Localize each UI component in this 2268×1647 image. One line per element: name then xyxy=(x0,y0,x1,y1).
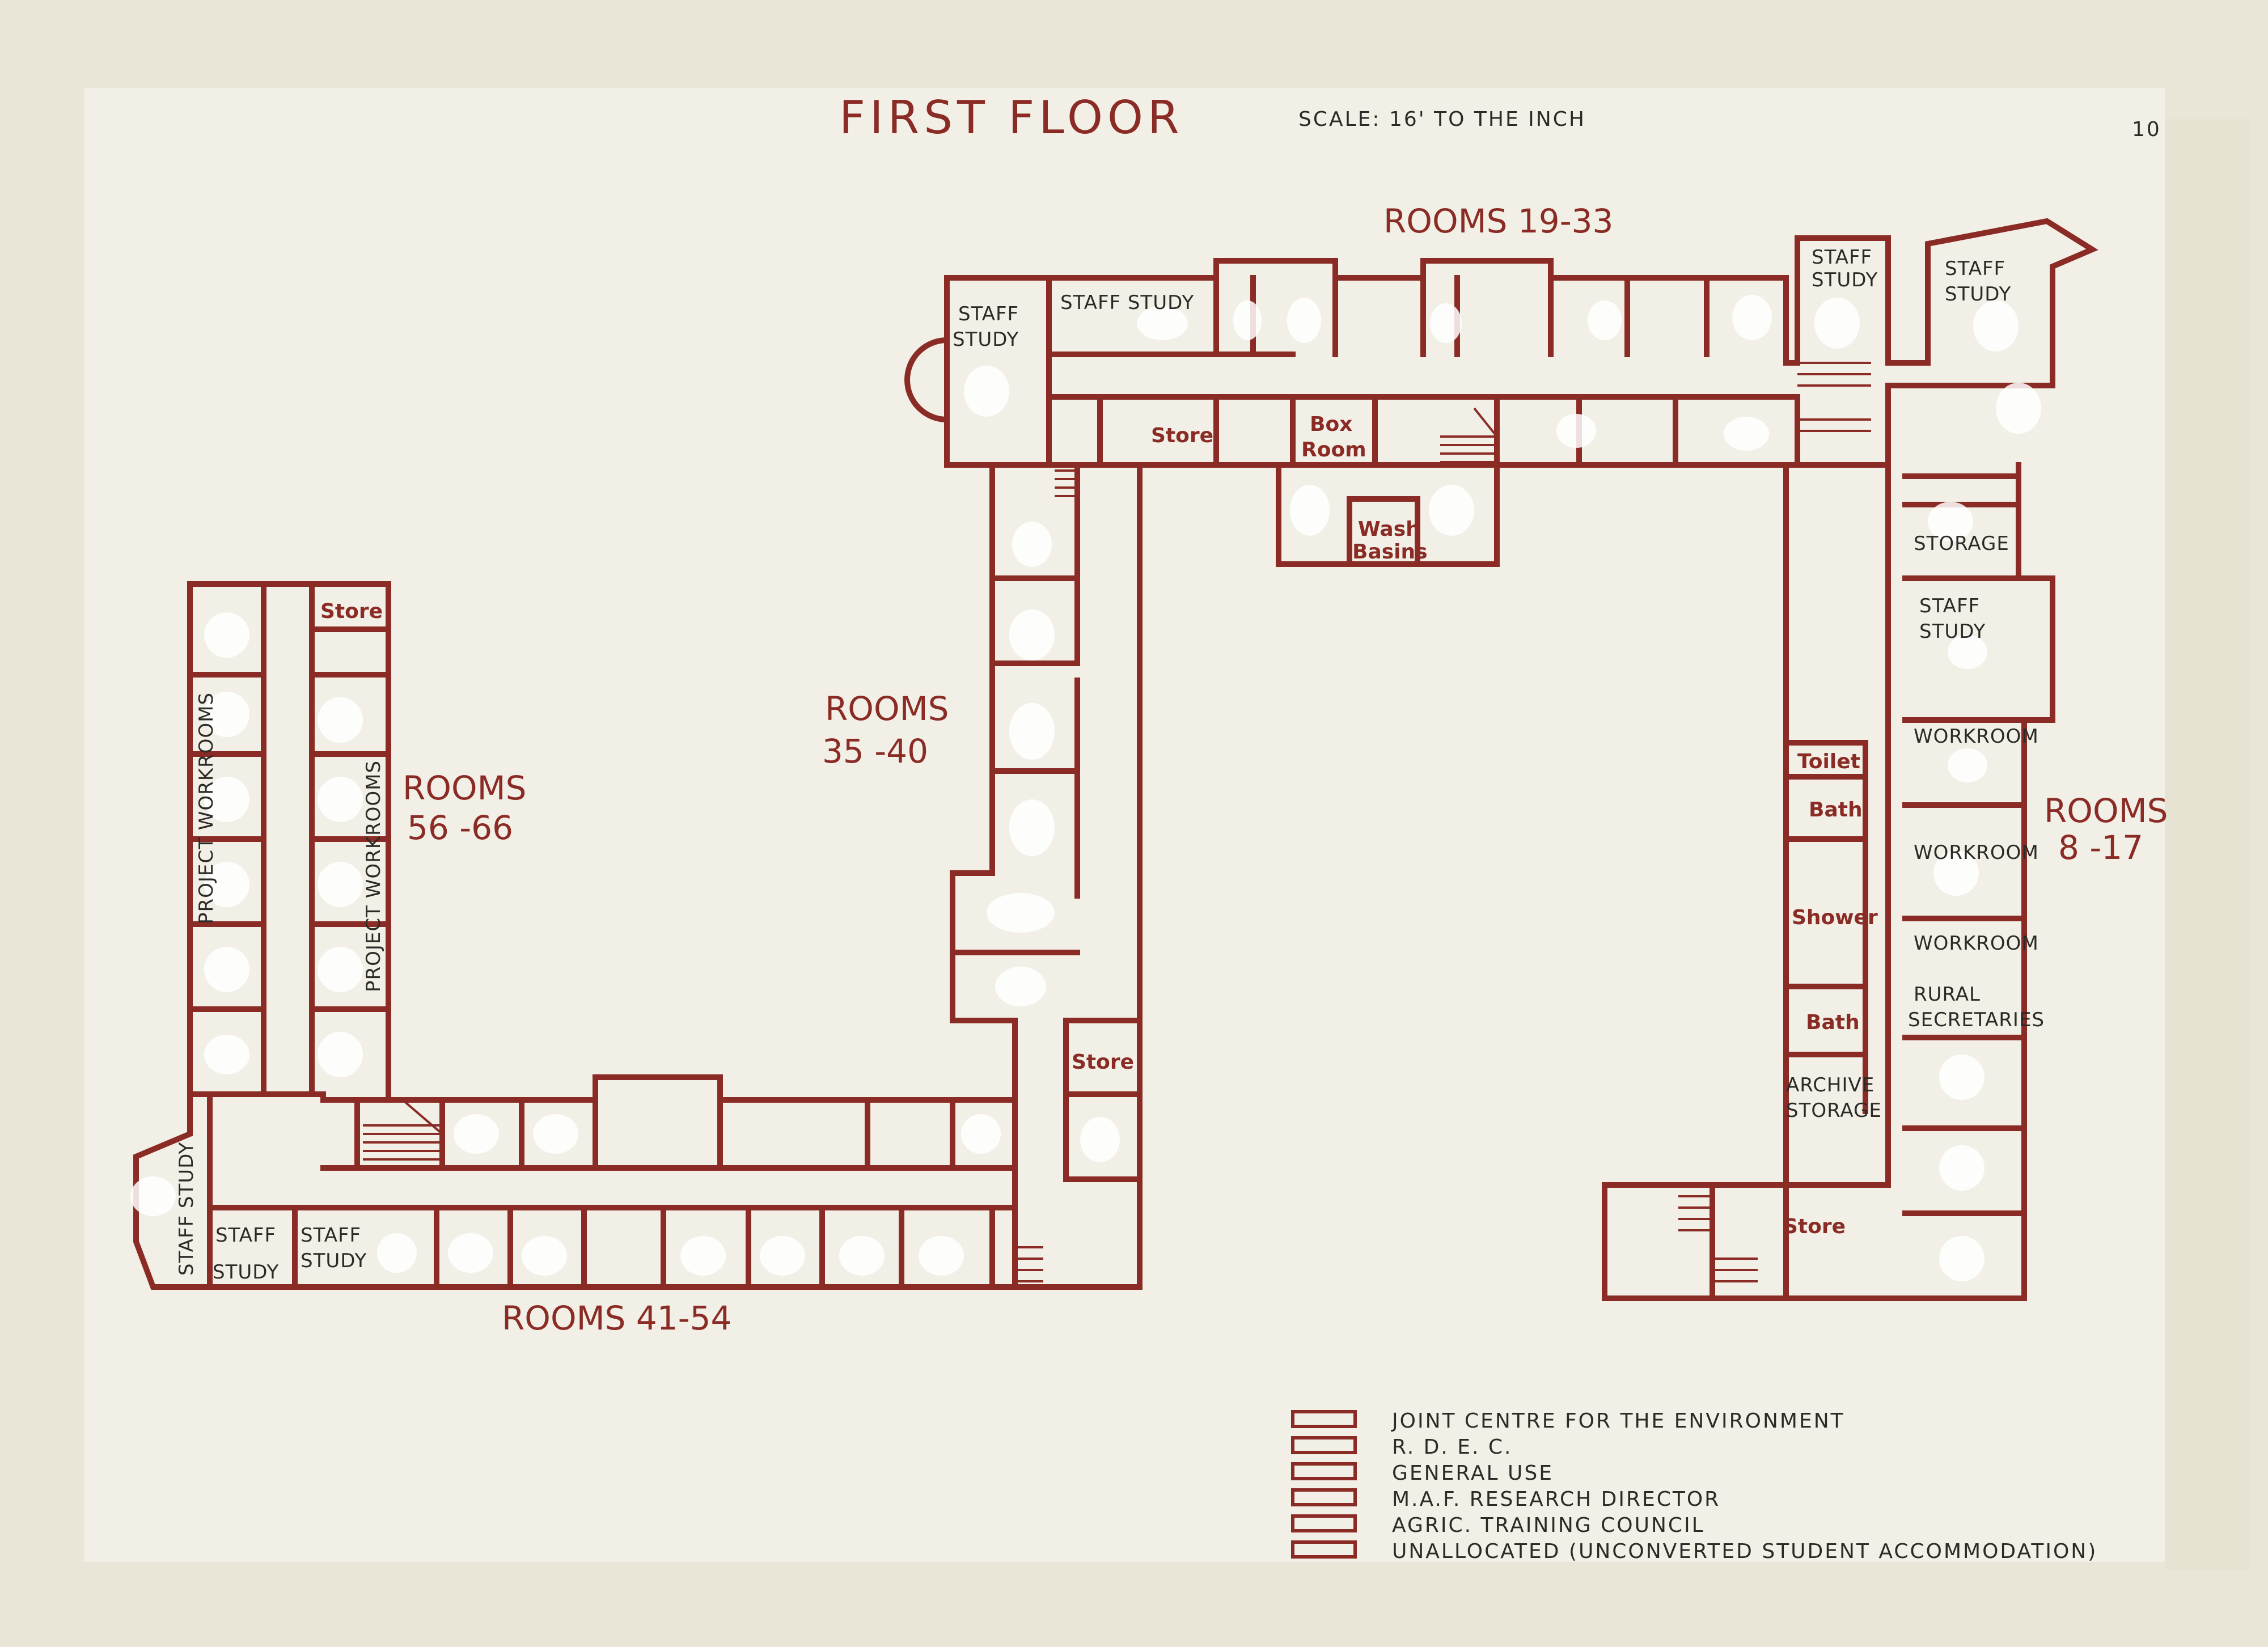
legend-item-3: GENERAL USE xyxy=(1392,1462,1554,1485)
room-archive-2: STORAGE xyxy=(1786,1099,1882,1122)
paper-right-strip xyxy=(2165,119,2250,1570)
corner-mark: 10 xyxy=(2132,118,2161,141)
room-staff-study-s2-2: STUDY xyxy=(301,1250,367,1272)
room-staff-study-ne1-1: STAFF xyxy=(1812,246,1872,269)
east-wing xyxy=(1602,462,2055,1301)
legend: JOINT CENTRE FOR THE ENVIRONMENT R. D. E… xyxy=(1291,1409,2097,1563)
room-project-workrooms-2: PROJECT WORKROOMS xyxy=(362,760,385,992)
legend-item-2: R. D. E. C. xyxy=(1392,1436,1512,1459)
room-staff-study-sw: STAFF STUDY xyxy=(175,1142,198,1276)
room-wash-2: Basins xyxy=(1352,540,1428,564)
label-rooms-41-54: ROOMS 41-54 xyxy=(502,1299,731,1337)
room-staff-study-east-1: STAFF xyxy=(1919,595,1980,617)
room-wash-1: Wash xyxy=(1358,518,1420,541)
room-bath-1: Bath xyxy=(1809,798,1863,822)
room-staff-study-s1-1: STAFF xyxy=(215,1224,276,1247)
scale-note: SCALE: 16' TO THE INCH xyxy=(1298,108,1586,131)
room-archive-1: ARCHIVE xyxy=(1786,1074,1875,1096)
room-shower: Shower xyxy=(1792,906,1878,929)
room-store-east: Store xyxy=(1783,1215,1846,1238)
label-rooms-8-17-b: 8 -17 xyxy=(2058,828,2143,867)
room-storage-east: STORAGE xyxy=(1914,532,2009,555)
legend-swatch-6 xyxy=(1291,1540,1357,1559)
legend-item-5: AGRIC. TRAINING COUNCIL xyxy=(1392,1514,1705,1537)
label-rooms-35-40-b: 35 -40 xyxy=(822,732,928,770)
room-store-west: Store xyxy=(320,600,383,623)
label-rooms-35-40-a: ROOMS xyxy=(825,689,949,728)
label-rooms-19-33: ROOMS 19-33 xyxy=(1383,202,1613,240)
room-project-workrooms-1: PROJECT WORKROOMS xyxy=(195,692,218,924)
room-staff-study-s2-1: STAFF xyxy=(301,1224,361,1247)
plan-title: FIRST FLOOR xyxy=(839,91,1184,144)
room-staff-study-ne2-1: STAFF xyxy=(1945,257,2005,280)
west-mid-wing xyxy=(950,462,1143,1290)
room-workroom-1: WORKROOM xyxy=(1914,725,2039,748)
legend-item-4: M.A.F. RESEARCH DIRECTOR xyxy=(1392,1488,1720,1511)
legend-swatch-1 xyxy=(1291,1410,1357,1428)
legend-swatch-3 xyxy=(1291,1462,1357,1480)
legend-swatch-4 xyxy=(1291,1488,1357,1506)
room-rural-2: SECRETARIES xyxy=(1908,1009,2045,1031)
room-box-1: Box xyxy=(1310,413,1352,436)
legend-swatch-5 xyxy=(1291,1514,1357,1532)
room-toilet: Toilet xyxy=(1797,750,1860,773)
room-staff-study-ne1-2: STUDY xyxy=(1812,269,1878,291)
room-markers xyxy=(130,295,2041,1281)
room-box-2: Room xyxy=(1301,438,1366,462)
legend-swatch-2 xyxy=(1291,1436,1357,1454)
room-store-north: Store xyxy=(1151,424,1213,447)
label-rooms-56-66-b: 56 -66 xyxy=(407,808,513,847)
legend-item-1: JOINT CENTRE FOR THE ENVIRONMENT xyxy=(1391,1409,1845,1433)
label-rooms-56-66-a: ROOMS xyxy=(403,769,526,807)
room-workroom-3: WORKROOM xyxy=(1914,932,2039,955)
room-rural-1: RURAL xyxy=(1914,983,1981,1006)
room-staff-study-north: STAFF STUDY xyxy=(1060,291,1194,314)
far-west-wing xyxy=(187,581,391,1097)
room-workroom-2: WORKROOM xyxy=(1914,841,2039,864)
label-rooms-8-17-a: ROOMS xyxy=(2044,791,2168,830)
room-staff-study-nw-1: STAFF xyxy=(958,303,1019,325)
legend-item-6: UNALLOCATED (UNCONVERTED STUDENT ACCOMMO… xyxy=(1392,1540,2097,1563)
room-store-mid: Store xyxy=(1072,1051,1134,1074)
room-staff-study-ne2-2: STUDY xyxy=(1945,283,2011,306)
room-staff-study-s1-2: STUDY xyxy=(213,1261,279,1284)
room-bath-2: Bath xyxy=(1806,1011,1860,1034)
south-wing xyxy=(133,1074,1018,1290)
room-staff-study-east-2: STUDY xyxy=(1919,620,1986,643)
room-staff-study-nw-2: STUDY xyxy=(953,328,1019,351)
